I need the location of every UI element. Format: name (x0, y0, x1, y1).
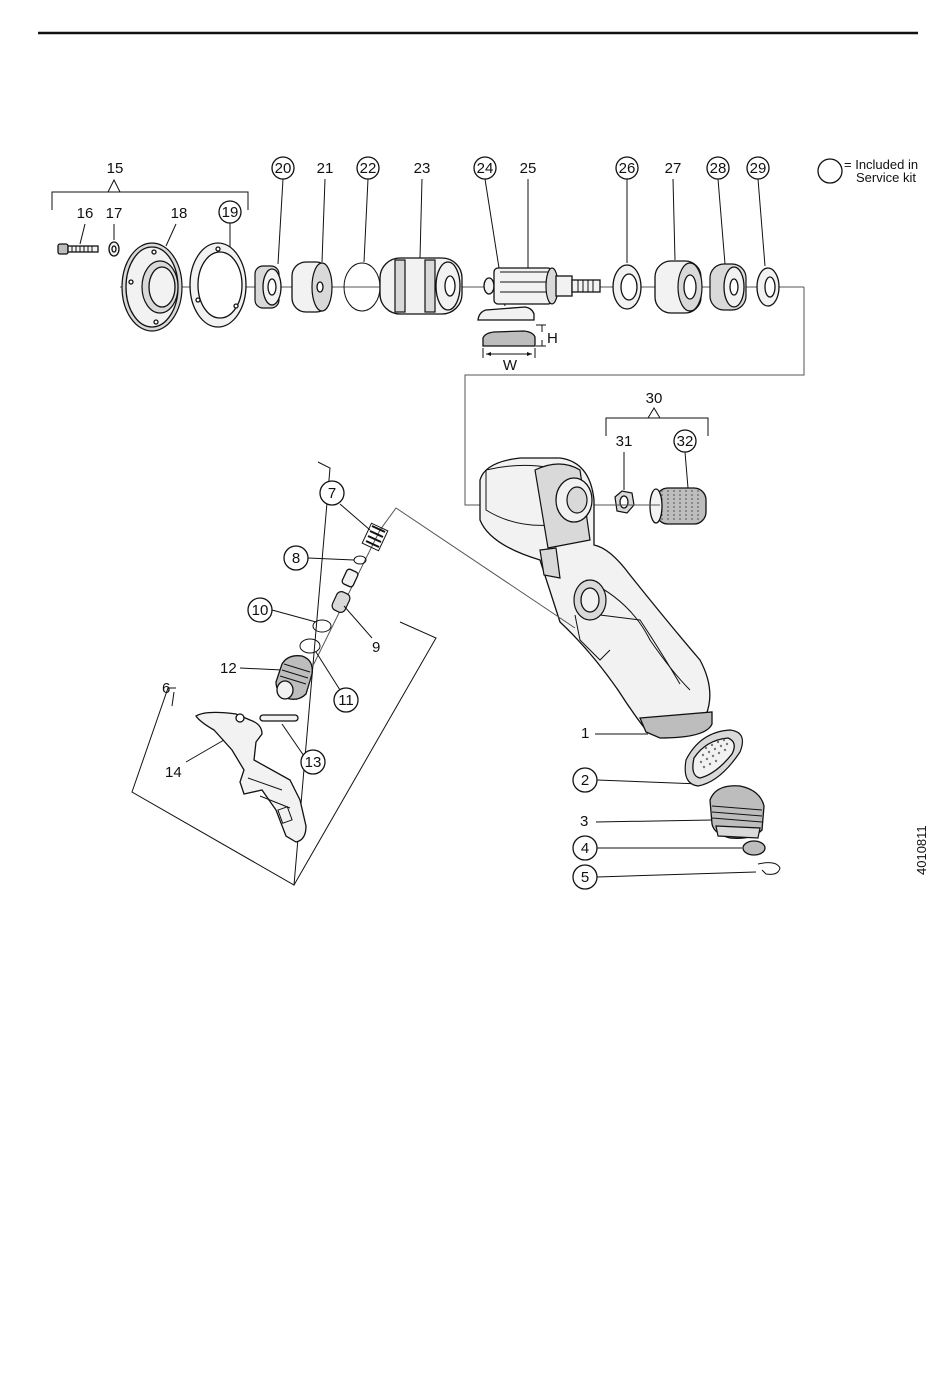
callout-16: 16 (77, 205, 94, 222)
callout-21: 21 (317, 160, 334, 177)
part-4-strainer (743, 841, 765, 855)
leader-3 (596, 820, 712, 822)
callout-17: 17 (106, 205, 123, 222)
part-13-pin (260, 715, 298, 721)
callout-15: 15 (107, 160, 124, 177)
leader-10 (272, 610, 316, 622)
part-17-washer (109, 242, 119, 256)
part-18-end-plate (122, 243, 182, 331)
callout-29: 29 (750, 160, 767, 177)
leader-2 (597, 780, 700, 784)
leader-32 (685, 452, 688, 488)
callout-32: 32 (677, 433, 694, 450)
callout-10: 10 (252, 602, 269, 619)
callout-12: 12 (220, 660, 237, 677)
leader-13 (282, 724, 304, 756)
callout-11: 11 (338, 692, 354, 709)
callout-23: 23 (414, 160, 431, 177)
callout-30: 30 (646, 390, 663, 407)
callout-13: 13 (305, 754, 322, 771)
bracket-30 (606, 408, 708, 436)
part-14-throttle-lever (196, 712, 306, 842)
legend-circle (818, 159, 842, 183)
callout-1: 1 (581, 725, 589, 742)
part-16-screw (58, 244, 98, 254)
drawing-code: 4010811 (914, 825, 929, 875)
part-11-o-ring (300, 639, 320, 653)
callout-25: 25 (520, 160, 537, 177)
part-28-bearing (710, 264, 746, 310)
callout-6: 6 (162, 680, 170, 697)
part-29-seal (757, 268, 779, 306)
part-7-spring (362, 523, 388, 551)
callout-18: 18 (171, 205, 188, 222)
part-19-gasket (190, 243, 246, 327)
callout-2: 2 (581, 772, 589, 789)
part-24-vane (478, 307, 534, 320)
part-31-nut (615, 491, 634, 513)
part-25-rotor (484, 268, 600, 304)
service-kit-legend: = Included in Service kit (818, 157, 918, 185)
part-12-valve-bushing (276, 656, 312, 700)
part-10-o-ring (313, 620, 331, 632)
callout-9: 9 (372, 639, 380, 656)
leader-11 (316, 652, 340, 690)
callout-22: 22 (360, 160, 377, 177)
part-21-end-plate (292, 262, 332, 312)
leader-9 (344, 606, 372, 638)
leader-12 (240, 668, 282, 670)
callout-20: 20 (275, 160, 292, 177)
callout-19: 19 (222, 204, 239, 221)
part-5-snap-ring (758, 863, 780, 875)
callout-7: 7 (328, 485, 336, 502)
callout-4: 4 (581, 840, 589, 857)
callout-27: 27 (665, 160, 682, 177)
callout-3: 3 (580, 813, 588, 830)
leader-5 (597, 872, 756, 877)
leader-8 (308, 558, 354, 560)
callout-5: 5 (581, 869, 589, 886)
part-26-washer (613, 265, 641, 309)
callout-31: 31 (616, 433, 633, 450)
part-27-end-plate (655, 261, 702, 313)
part-2-end-cover (685, 730, 742, 786)
part-23-cylinder (380, 258, 462, 314)
callout-8: 8 (292, 550, 300, 567)
callout-14: 14 (165, 764, 182, 781)
vane-dimension-detail: H W (483, 325, 558, 374)
part-32-knurled-collar (650, 488, 706, 524)
callout-28: 28 (710, 160, 727, 177)
legend-line-2: Service kit (856, 170, 916, 185)
callout-24: 24 (477, 160, 494, 177)
dimension-h-label: H (547, 330, 558, 347)
dimension-w-label: W (503, 357, 518, 374)
part-20-bearing (255, 266, 281, 308)
part-8-o-ring (354, 556, 366, 564)
part-3-inlet-bushing (710, 786, 764, 839)
leader-7 (340, 504, 370, 530)
callout-26: 26 (619, 160, 636, 177)
leader-14 (186, 740, 224, 762)
